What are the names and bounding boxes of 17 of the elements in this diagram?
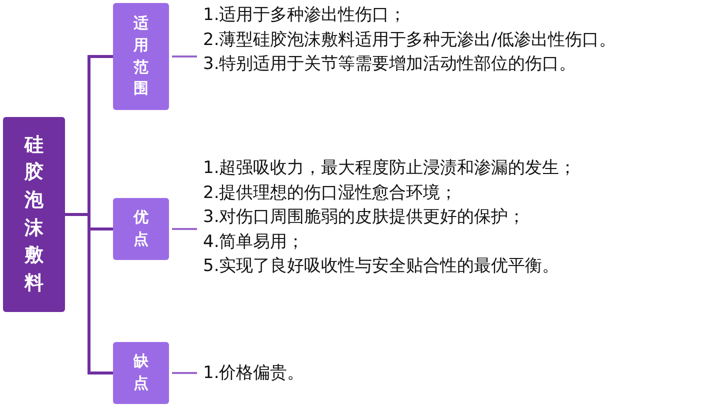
connector-line (172, 372, 197, 374)
list-item: 1.价格偏贵。 (203, 362, 306, 385)
list-item: 3.对伤口周围脆弱的皮肤提供更好的保护； (203, 206, 526, 229)
list-item: 1.超强吸收力，最大程度防止浸渍和渗漏的发生； (203, 157, 578, 180)
list-item: 2.薄型硅胶泡沫敷料适用于多种无渗出/低渗出性伤口。 (203, 28, 617, 52)
category-box: 优点 (113, 198, 169, 260)
topic-box: 硅胶泡沫敷料 (3, 117, 65, 312)
category-box: 缺点 (113, 342, 169, 404)
list-item: 2.提供理想的伤口湿性愈合环境； (203, 182, 458, 204)
list-item: 5.实现了良好吸收性与安全贴合性的最优平衡。 (203, 255, 560, 278)
category-box: 适用范围 (113, 3, 169, 110)
connector-line (65, 213, 113, 374)
list-item: 4.简单易用； (203, 230, 306, 254)
connector-line (172, 228, 197, 230)
list-item: 3.特别适用于关节等需要增加活动性部位的伤口。 (203, 53, 578, 76)
connector-line (172, 56, 197, 58)
list-item: 1.适用于多种渗出性伤口； (203, 4, 408, 27)
